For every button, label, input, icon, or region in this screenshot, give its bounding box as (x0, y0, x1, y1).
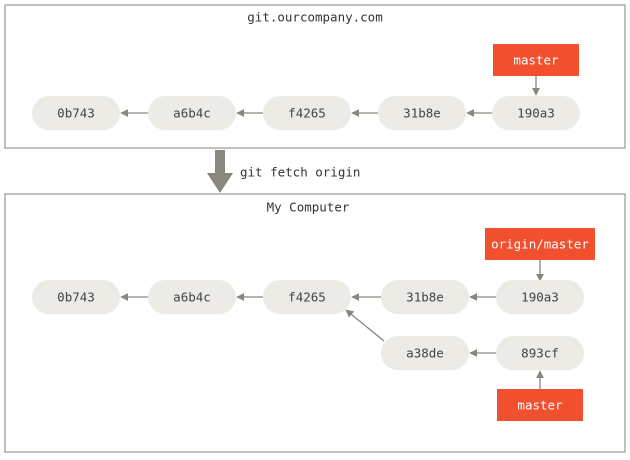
local-master-ref (497, 389, 583, 421)
local-commit-893cf: 893cf (496, 336, 584, 370)
remote-title: git.ourcompany.com (247, 10, 382, 25)
remote-commit-label: 0b743 (57, 106, 95, 121)
local-commit-label: a38de (406, 346, 444, 361)
origin-master-ref (485, 228, 595, 260)
local-commit-label: f4265 (288, 290, 326, 305)
remote-repository: git.ourcompany.com master 0b743 a6b4c f4… (4, 4, 626, 149)
remote-commit-190a3: 190a3 (492, 96, 580, 130)
remote-commit-0b743: 0b743 (32, 96, 120, 130)
fetch-arrow-shaft (215, 150, 225, 174)
remote-master-label: master (513, 53, 559, 68)
local-parent-arrow (345, 309, 385, 342)
origin-master-label: origin/master (491, 237, 589, 252)
remote-commit-label: 31b8e (403, 106, 441, 121)
local-frame (4, 193, 626, 453)
remote-frame (4, 4, 626, 149)
remote-commit-31b8e: 31b8e (378, 96, 466, 130)
remote-commit-label: 190a3 (517, 106, 555, 121)
local-commit-label: 893cf (521, 346, 559, 361)
local-commit-190a3: 190a3 (496, 280, 584, 314)
local-master-label: master (517, 398, 563, 413)
remote-master-ref (493, 44, 579, 76)
local-commit-label: 190a3 (521, 290, 559, 305)
local-title: My Computer (267, 200, 350, 215)
fetch-command-caption: git fetch origin (240, 165, 360, 180)
remote-commit-f4265: f4265 (263, 96, 351, 130)
local-commit-31b8e: 31b8e (381, 280, 469, 314)
local-repository: My Computer origin/master 0b743 a6b4c f4… (4, 193, 626, 453)
local-commit-a38de: a38de (381, 336, 469, 370)
remote-commit-label: f4265 (288, 106, 326, 121)
local-commit-label: 0b743 (57, 290, 95, 305)
remote-commit-label: a6b4c (173, 106, 211, 121)
fetch-arrow-icon (207, 173, 233, 193)
local-commit-f4265: f4265 (263, 280, 351, 314)
local-commit-label: 31b8e (406, 290, 444, 305)
local-commit-label: a6b4c (173, 290, 211, 305)
local-commit-0b743: 0b743 (32, 280, 120, 314)
remote-commit-a6b4c: a6b4c (148, 96, 236, 130)
local-commit-a6b4c: a6b4c (148, 280, 236, 314)
fetch-operation: git fetch origin (207, 150, 360, 193)
